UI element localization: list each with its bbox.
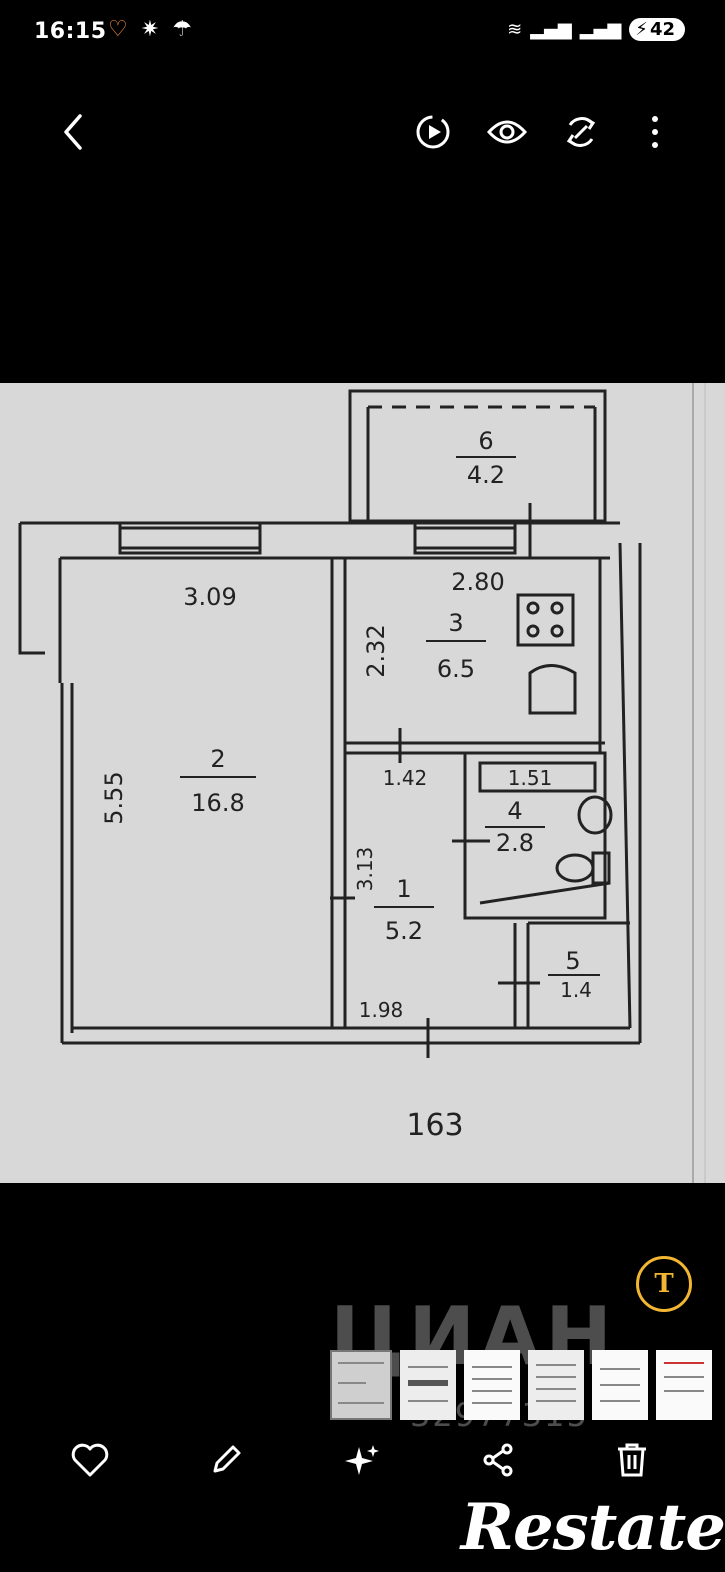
- viewer-top-bar: [0, 100, 725, 164]
- room-1-number: 1: [396, 875, 411, 903]
- dim-corridor-depth: 3.13: [353, 847, 377, 892]
- dim-room2-width: 3.09: [183, 583, 236, 611]
- heart-broken-icon: ♡: [108, 17, 128, 42]
- sheet-number: 163: [406, 1108, 463, 1143]
- umbrella-icon: ☂: [172, 17, 192, 42]
- delete-button[interactable]: [610, 1438, 654, 1482]
- status-icons-right: ≋ ▂▄▆ ▂▄▆ ⚡ 42: [507, 18, 685, 41]
- motion-photo-button[interactable]: [413, 112, 453, 152]
- battery-level: 42: [649, 19, 675, 40]
- dim-corridor-width: 1.42: [383, 766, 428, 790]
- dim-corridor-bottom: 1.98: [359, 998, 404, 1022]
- room-2-number: 2: [210, 745, 225, 773]
- top-actions: [413, 112, 675, 152]
- status-icons-left: ♡ ✷ ☂: [108, 17, 198, 42]
- status-time: 16:15: [34, 19, 107, 44]
- room-3-area: 6.5: [437, 655, 475, 683]
- status-bar: 16:15 ♡ ✷ ☂ ≋ ▂▄▆ ▂▄▆ ⚡ 42: [0, 0, 725, 70]
- chevron-left-icon: [64, 114, 82, 150]
- room-6-area: 4.2: [467, 461, 505, 489]
- sun-icon: ✷: [140, 17, 160, 42]
- signal-icon: ▂▄▆: [579, 19, 622, 40]
- brand-logo: Restate: [460, 1490, 725, 1565]
- room-6-number: 6: [478, 427, 493, 455]
- heart-icon: [71, 1443, 109, 1477]
- more-vertical-icon: [652, 116, 658, 148]
- thumbnail-document[interactable]: [400, 1350, 456, 1420]
- thumbnail-document[interactable]: [528, 1350, 584, 1420]
- rotate-icon: [566, 117, 596, 147]
- edit-button[interactable]: [204, 1438, 248, 1482]
- view-button[interactable]: [487, 112, 527, 152]
- room-5-number: 5: [565, 947, 580, 975]
- room-4-area: 2.8: [496, 829, 534, 857]
- share-button[interactable]: [476, 1438, 520, 1482]
- thumbnail-document[interactable]: [464, 1350, 520, 1420]
- dim-room3-width: 2.80: [451, 568, 504, 596]
- more-options-button[interactable]: [635, 112, 675, 152]
- play-circle-icon: [416, 115, 450, 149]
- dim-room3-depth: 2.32: [362, 624, 390, 677]
- eye-icon: [487, 120, 527, 144]
- battery-charging-icon: ⚡: [635, 19, 648, 40]
- sparkle-icon: [345, 1445, 379, 1475]
- text-detect-icon: T: [654, 1269, 674, 1299]
- dim-bath-width: 1.51: [508, 766, 553, 790]
- room-2-area: 16.8: [191, 789, 244, 817]
- text-detect-button[interactable]: T: [636, 1256, 692, 1312]
- edit-icon: [213, 1445, 241, 1473]
- room-5-area: 1.4: [560, 978, 592, 1002]
- room-1-area: 5.2: [385, 917, 423, 945]
- thumbnail-strip: [330, 1350, 712, 1422]
- thumbnail-floor-plan[interactable]: [330, 1350, 392, 1420]
- thumbnail-document[interactable]: [656, 1350, 712, 1420]
- share-icon: [483, 1443, 513, 1477]
- floor-plan-image[interactable]: 6 4.2 3.09 2.80 2.32 3 6.5 5.55 2 16.8 1…: [0, 383, 725, 1183]
- thumbnail-document[interactable]: [592, 1350, 648, 1420]
- floor-plan-drawing: 6 4.2 3.09 2.80 2.32 3 6.5 5.55 2 16.8 1…: [0, 383, 725, 1183]
- rotate-button[interactable]: [561, 112, 601, 152]
- signal-icon: ▂▄▆: [530, 19, 572, 40]
- back-button[interactable]: [56, 112, 92, 152]
- wifi-icon: ≋: [507, 19, 523, 40]
- trash-icon: [618, 1443, 646, 1477]
- enhance-button[interactable]: [340, 1438, 384, 1482]
- room-3-number: 3: [448, 609, 463, 637]
- favorite-button[interactable]: [68, 1438, 112, 1482]
- room-4-number: 4: [507, 797, 522, 825]
- bottom-action-bar: [0, 1430, 725, 1500]
- battery-indicator: ⚡ 42: [629, 18, 685, 41]
- dim-room2-depth: 5.55: [100, 771, 128, 824]
